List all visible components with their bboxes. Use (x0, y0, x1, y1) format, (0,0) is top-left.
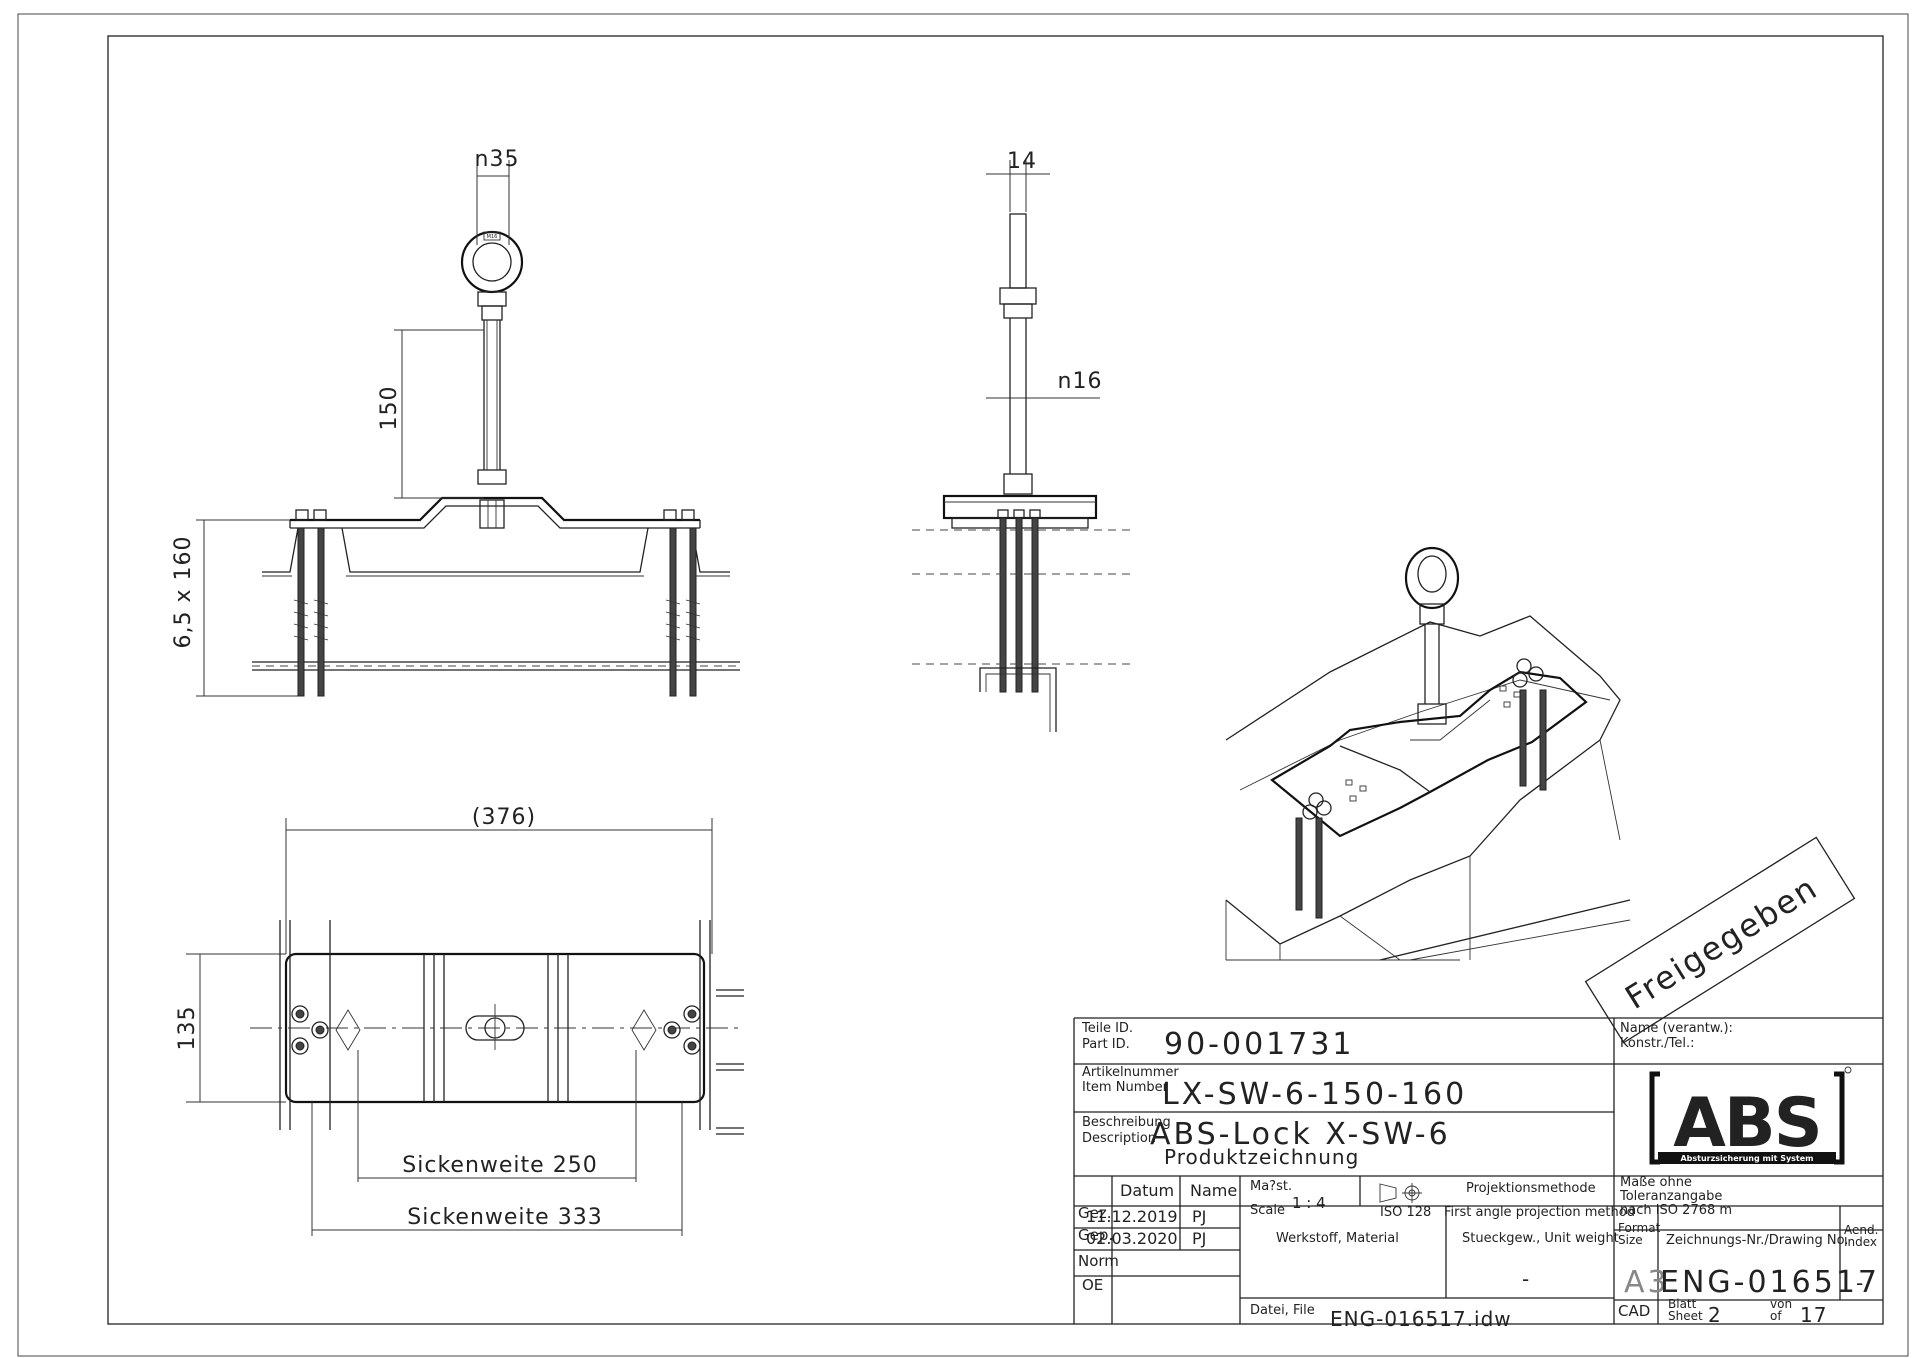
article-number-value: LX-SW-6-150-160 (1162, 1077, 1467, 1112)
of-value: 17 (1800, 1303, 1827, 1327)
outer-border (17, 13, 1909, 1357)
part-id-label-2: Part ID. (1082, 1037, 1130, 1052)
part-id-value: 90-001731 (1164, 1027, 1355, 1062)
weight-label: Stueckgew., Unit weight (1462, 1231, 1619, 1246)
of-label-2: of (1770, 1309, 1782, 1323)
index-label-1: Aend. (1844, 1223, 1878, 1237)
logo-tagline: Absturzsicherung mit System (1680, 1154, 1813, 1163)
file-value: ENG-016517.idw (1330, 1307, 1512, 1331)
row-gez: Gez. (1078, 1204, 1112, 1222)
side-view: 14 n16 (912, 149, 1130, 732)
projection-desc: First angle projection method (1444, 1205, 1635, 1220)
material-label: Werkstoff, Material (1276, 1231, 1399, 1246)
sheet-value: 2 (1708, 1303, 1722, 1327)
release-stamp: Freigegeben (1584, 836, 1856, 1044)
description-value: ABS-Lock X-SW-6 (1150, 1117, 1451, 1152)
index-label-2: Index (1844, 1235, 1877, 1249)
part-id-label-1: Teile ID. (1081, 1021, 1133, 1036)
logo-text: ABS (1673, 1084, 1820, 1163)
svg-text:M16: M16 (487, 234, 498, 240)
article-label-2: Item Number (1082, 1080, 1169, 1095)
weight-value: - (1522, 1267, 1530, 1291)
name-header: Name (1190, 1181, 1237, 1200)
file-label: Datei, File (1250, 1303, 1315, 1318)
row-norm: Norm (1078, 1252, 1119, 1270)
dim-overall-length: (376) (472, 805, 536, 830)
format-label-1: Format (1618, 1221, 1661, 1235)
of-label-1: von (1770, 1297, 1792, 1311)
cad-label: CAD (1618, 1302, 1650, 1320)
isometric-view (1225, 546, 1631, 961)
projection-iso: ISO 128 (1380, 1205, 1431, 1220)
dim-rod-diameter: n16 (1058, 369, 1103, 394)
tolerance-3: nach ISO 2768 m (1620, 1203, 1732, 1218)
projection-symbol (1379, 1183, 1422, 1203)
dim-corrugation-333: Sickenweite 333 (407, 1205, 602, 1230)
scale-value: 1 : 4 (1292, 1194, 1326, 1212)
projection-label: Projektionsmethode (1466, 1181, 1596, 1196)
scale-label-2: Scale (1250, 1203, 1285, 1218)
dim-corrugation-250: Sickenweite 250 (402, 1153, 597, 1178)
index-value: - (1856, 1271, 1864, 1295)
title-block: Teile ID. Part ID. 90-001731 Artikelnumm… (1073, 1017, 1883, 1331)
dim-plate-width: 135 (175, 1006, 200, 1051)
row-oe: OE (1082, 1276, 1103, 1294)
desc-label-1: Beschreibung (1082, 1115, 1171, 1130)
sheet-label-2: Sheet (1668, 1309, 1703, 1323)
top-view: (376) 135 Sickenweite 250 Sickenweite 33… (175, 805, 744, 1236)
name-label-1: Name (verantw.): (1620, 1021, 1733, 1036)
abs-logo: ABS Absturzsicherung mit System (1649, 1066, 1852, 1165)
front-view: M16 (171, 147, 740, 697)
gez-name: PJ (1192, 1207, 1206, 1226)
drawing-no-label: Zeichnungs-Nr./Drawing No. (1666, 1233, 1849, 1248)
gep-date: 02.03.2020 (1086, 1229, 1178, 1248)
format-value: A3 (1624, 1265, 1670, 1300)
sheet-label-1: Blatt (1668, 1297, 1697, 1311)
name-label-2: Konstr./Tel.: (1620, 1036, 1694, 1051)
dim-side-width: 14 (1007, 149, 1037, 174)
desc-label-2: Description (1082, 1131, 1156, 1146)
drawing-no-value: ENG-016517 (1660, 1265, 1880, 1300)
tolerance-1: Maße ohne (1620, 1175, 1692, 1190)
description-sub: Produktzeichnung (1164, 1145, 1359, 1169)
dim-eye-diameter: n35 (475, 147, 520, 172)
scale-label-1: Ma?st. (1250, 1179, 1292, 1194)
dim-screw-spec: 6,5 x 160 (171, 536, 196, 649)
tolerance-2: Toleranzangabe (1619, 1189, 1722, 1204)
article-label-1: Artikelnummer (1082, 1065, 1179, 1080)
stamp-text: Freigegeben (1618, 868, 1824, 1016)
dim-rod-height: 150 (377, 386, 402, 431)
inner-border (107, 35, 1884, 1325)
datum-header: Datum (1120, 1181, 1174, 1200)
row-gep: Gep. (1078, 1226, 1113, 1244)
gez-date: 11.12.2019 (1086, 1207, 1178, 1226)
format-label-2: Size (1618, 1233, 1643, 1247)
gep-name: PJ (1192, 1229, 1206, 1248)
